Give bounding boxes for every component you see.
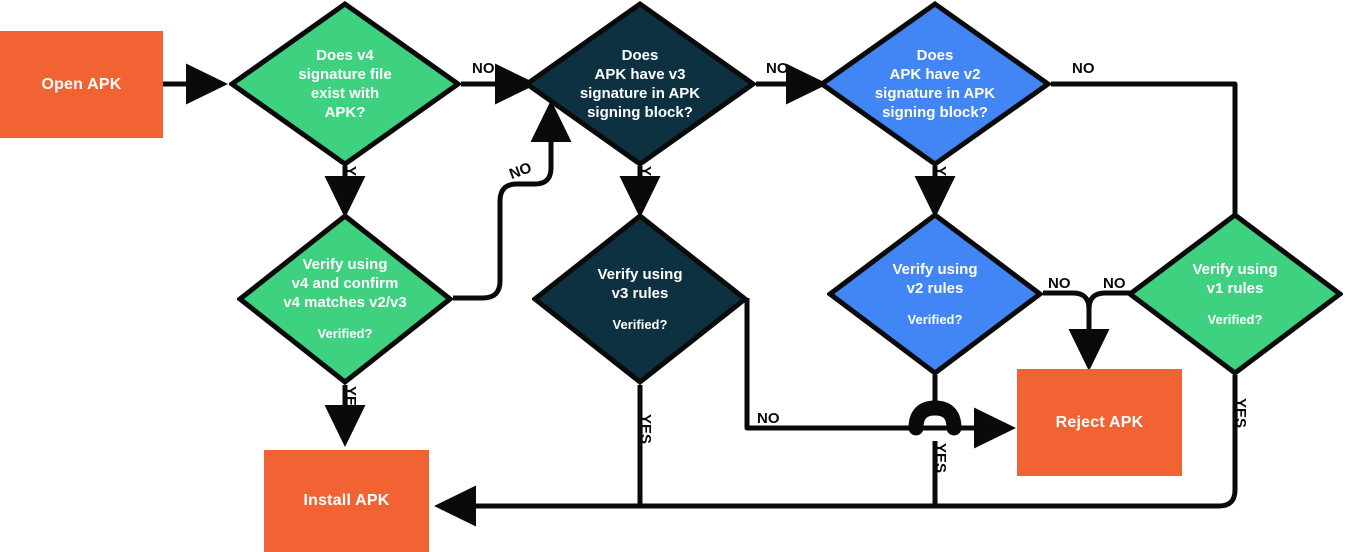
node-verify-v2[interactable]: Verify using v2 rules Verified?	[827, 212, 1043, 376]
wire-hop-icon	[908, 400, 962, 436]
edge-label-qv4-yes: YES	[342, 166, 359, 197]
edge-verifyv2-no	[1043, 290, 1110, 372]
diamond-shape	[524, 1, 756, 167]
node-verify-v4[interactable]: Verify using v4 and confirm v4 matches v…	[237, 213, 453, 385]
edge-label-verifyv1-yes: YES	[1232, 398, 1249, 429]
edge-verifyv4-no	[453, 99, 572, 301]
diamond-shape	[1127, 212, 1343, 376]
edge-label-verifyv2-yes: YES	[932, 443, 949, 474]
edge-label-verifyv3-yes: YES	[637, 414, 654, 445]
node-q-v4[interactable]: Does v4 signature file exist with APK?	[229, 1, 461, 167]
edge-verifyv1-no	[1086, 290, 1134, 310]
diamond-shape	[827, 212, 1043, 376]
diamond-shape	[237, 213, 453, 385]
edge-label-verifyv3-no: NO	[757, 410, 780, 427]
diamond-shape	[229, 1, 461, 167]
node-verify-v1[interactable]: Verify using v1 rules Verified?	[1127, 212, 1343, 376]
node-install-apk[interactable]: Install APK	[264, 450, 429, 552]
node-q-v3[interactable]: Does APK have v3 signature in APK signin…	[524, 1, 756, 167]
node-verify-v3[interactable]: Verify using v3 rules Verified?	[532, 213, 748, 385]
node-open-apk[interactable]: Open APK	[0, 31, 163, 138]
edge-label-qv3-yes: YES	[637, 166, 654, 197]
diamond-shape	[532, 213, 748, 385]
edge-label-verifyv1-no: NO	[1103, 275, 1126, 292]
node-reject-apk-label: Reject APK	[1055, 413, 1144, 431]
edge-label-qv3-no: NO	[766, 60, 789, 77]
node-install-apk-label: Install APK	[303, 492, 390, 509]
edge-label-qv2-no: NO	[1072, 60, 1095, 77]
edge-label-qv2-yes: YES	[932, 166, 949, 197]
node-open-apk-label: Open APK	[41, 75, 122, 93]
edge-label-verifyv4-yes: YES	[342, 386, 359, 417]
node-q-v2[interactable]: Does APK have v2 signature in APK signin…	[819, 1, 1051, 167]
edge-label-qv4-no: NO	[472, 60, 495, 77]
edge-label-verifyv2-no: NO	[1048, 275, 1071, 292]
edge-verifyv1-yes	[1200, 375, 1238, 509]
node-reject-apk[interactable]: Reject APK	[1017, 369, 1182, 476]
diamond-shape	[819, 1, 1051, 167]
edge-qv2-no	[1051, 81, 1238, 215]
